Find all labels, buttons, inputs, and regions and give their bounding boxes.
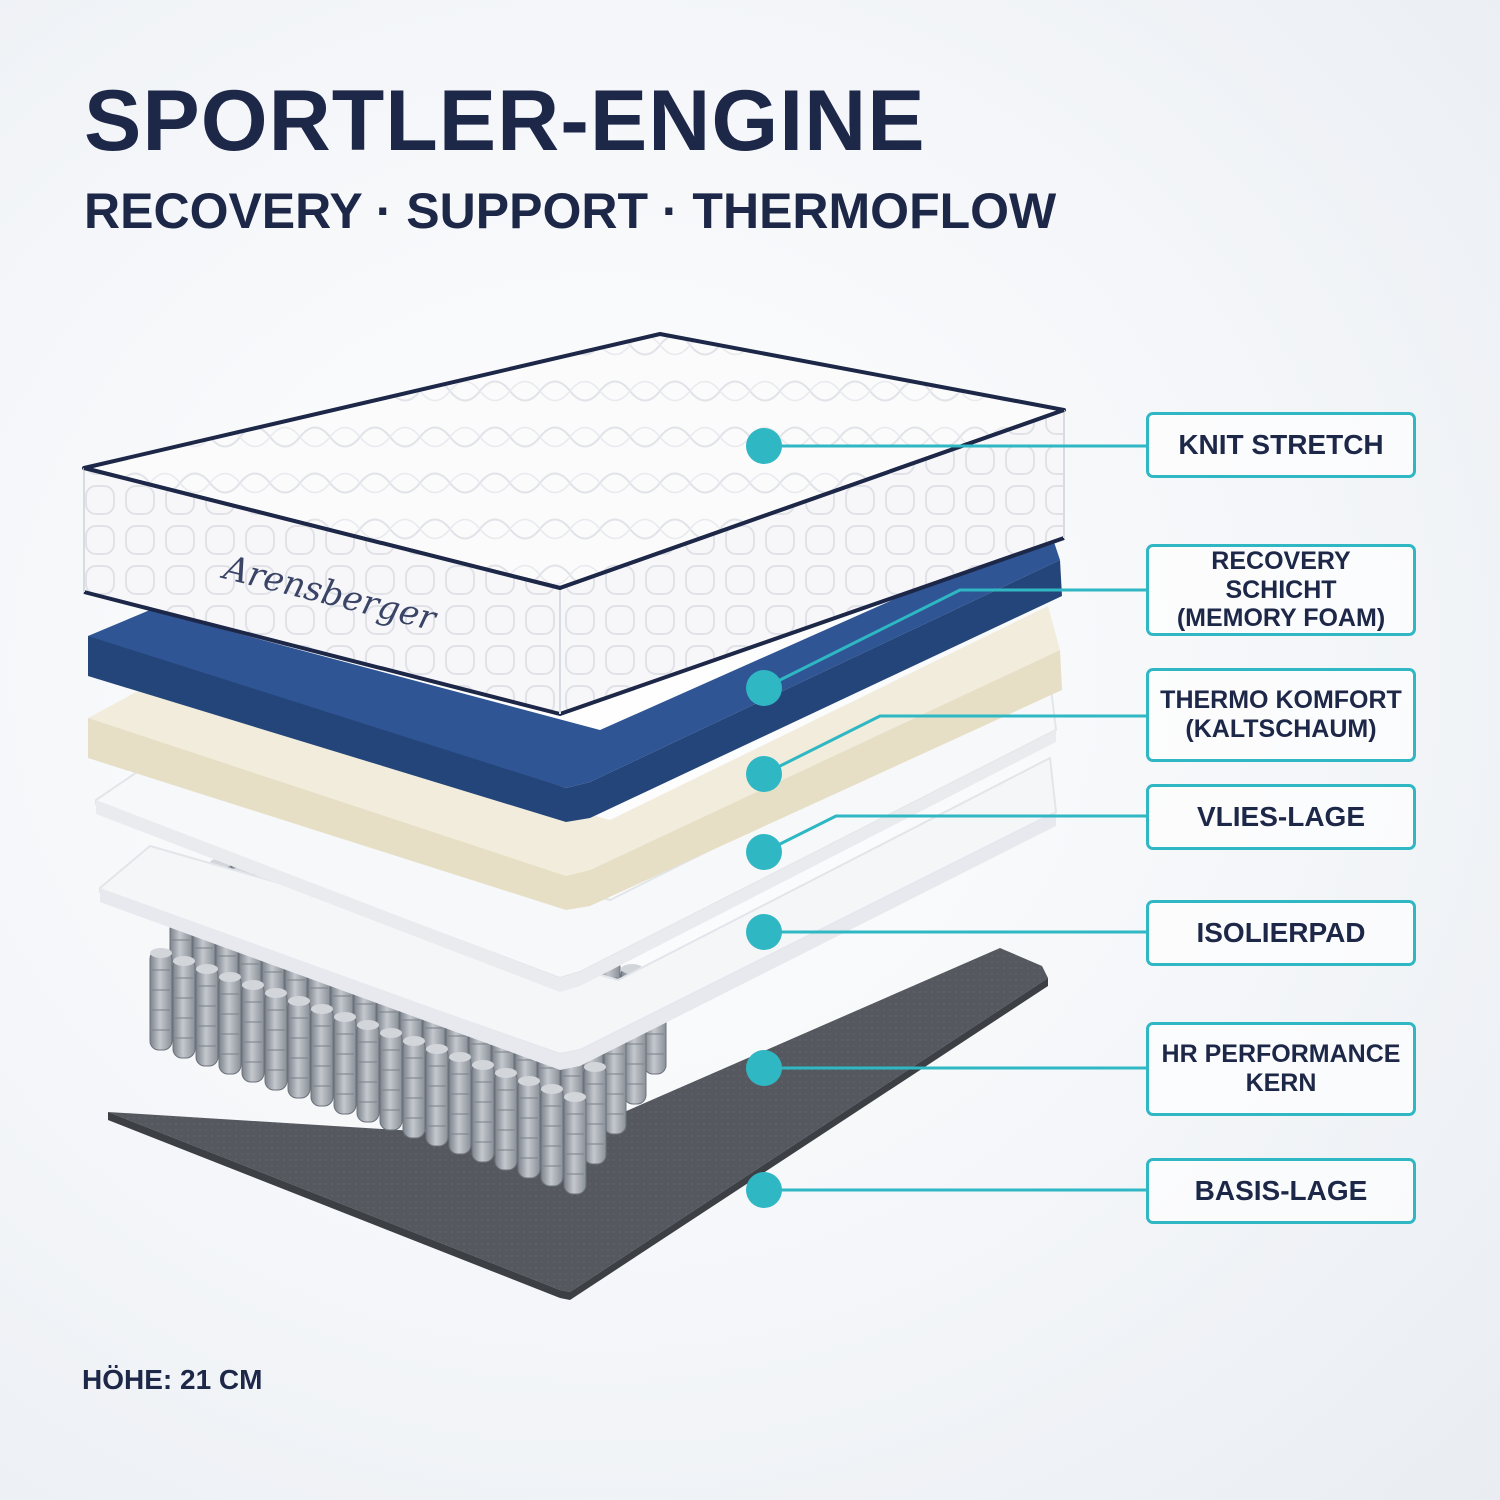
pocket-spring — [517, 1076, 541, 1179]
pocket-spring — [264, 988, 288, 1091]
layer-label-vlies-lage: VLIES-LAGE — [1146, 784, 1416, 850]
layer-label-isolierpad: ISOLIERPAD — [1146, 900, 1416, 966]
comfort-foam-layer — [88, 606, 1062, 910]
pocket-spring — [583, 1062, 607, 1165]
memory-foam-layer — [88, 530, 1062, 822]
page-subtitle: RECOVERY · SUPPORT · THERMOFLOW — [84, 183, 1057, 239]
pocket-spring — [195, 964, 219, 1067]
pocket-spring — [448, 1052, 472, 1155]
height-note: HÖHE: 21 CM — [82, 1364, 263, 1395]
mattress-top: Arensberger — [82, 332, 1066, 716]
page-title: SPORTLER-ENGINE — [84, 73, 926, 169]
callout-dot-vlies — [746, 834, 782, 870]
pocket-spring — [379, 1028, 403, 1131]
layer-label-thermo-komfort: THERMO KOMFORT (KALTSCHAUM) — [1146, 668, 1416, 762]
pocket-spring — [241, 980, 265, 1083]
callout-dot-thermo — [746, 756, 782, 792]
callout-dot-recovery — [746, 670, 782, 706]
pocket-spring — [149, 948, 173, 1051]
pocket-spring — [172, 956, 196, 1059]
layer-label-knit-stretch: KNIT STRETCH — [1146, 412, 1416, 478]
layer-label-recovery-schicht: RECOVERY SCHICHT (MEMORY FOAM) — [1146, 544, 1416, 636]
pocket-spring — [218, 972, 242, 1075]
callout-dot-knit-stretch — [746, 428, 782, 464]
pocket-spring — [356, 1020, 380, 1123]
pocket-spring — [563, 1092, 587, 1195]
base-layer — [108, 948, 1048, 1300]
callout-dot-isolierpad — [746, 914, 782, 950]
pocket-spring — [425, 1044, 449, 1147]
callout-dot-kern — [746, 1050, 782, 1086]
pocket-spring — [402, 1036, 426, 1139]
pocket-spring — [494, 1068, 518, 1171]
pocket-spring — [287, 996, 311, 1099]
pocket-spring — [540, 1084, 564, 1187]
pocket-spring — [471, 1060, 495, 1163]
layer-label-hr-performance-kern: HR PERFORMANCE KERN — [1146, 1022, 1416, 1116]
callout-dot-basis — [746, 1172, 782, 1208]
layer-label-basis-lage: BASIS-LAGE — [1146, 1158, 1416, 1224]
pocket-spring — [310, 1004, 334, 1107]
pocket-spring — [333, 1012, 357, 1115]
callout-connectors — [763, 444, 1146, 1192]
